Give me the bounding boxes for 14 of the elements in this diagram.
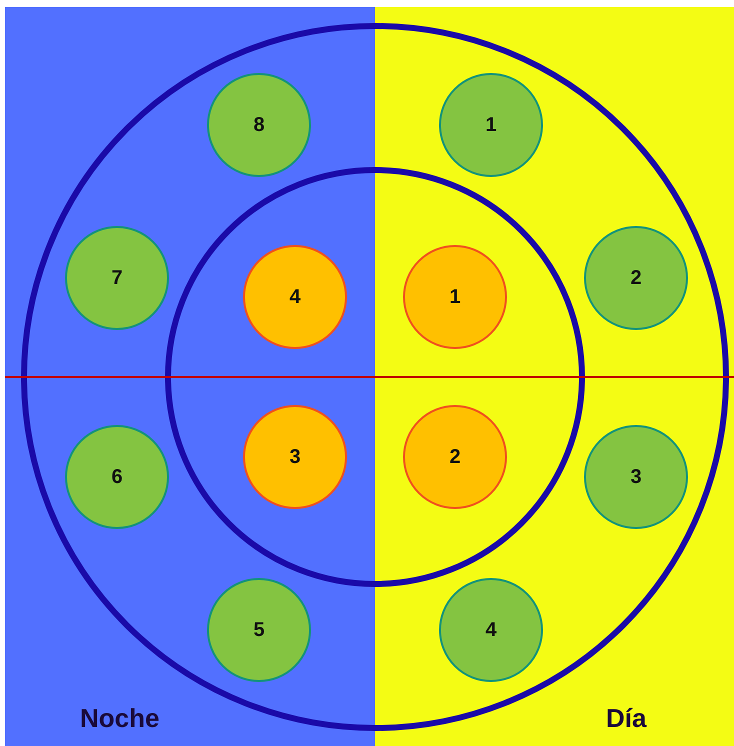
side-label: Día: [606, 703, 646, 734]
circle-number: 2: [449, 446, 461, 468]
circle-number: 8: [253, 114, 265, 136]
circle-number: 6: [111, 466, 123, 488]
circle-number: 3: [630, 466, 642, 488]
circle-number: 5: [253, 618, 265, 642]
circle-number: 7: [111, 266, 123, 290]
circle-number: 4: [485, 618, 497, 642]
circle-number: 1: [485, 114, 497, 136]
circle-number: 1: [449, 286, 461, 308]
circle-number: 2: [630, 266, 642, 290]
circle-number: 3: [289, 446, 301, 468]
side-label: Noche: [80, 703, 160, 734]
circle-number: 4: [289, 286, 301, 308]
